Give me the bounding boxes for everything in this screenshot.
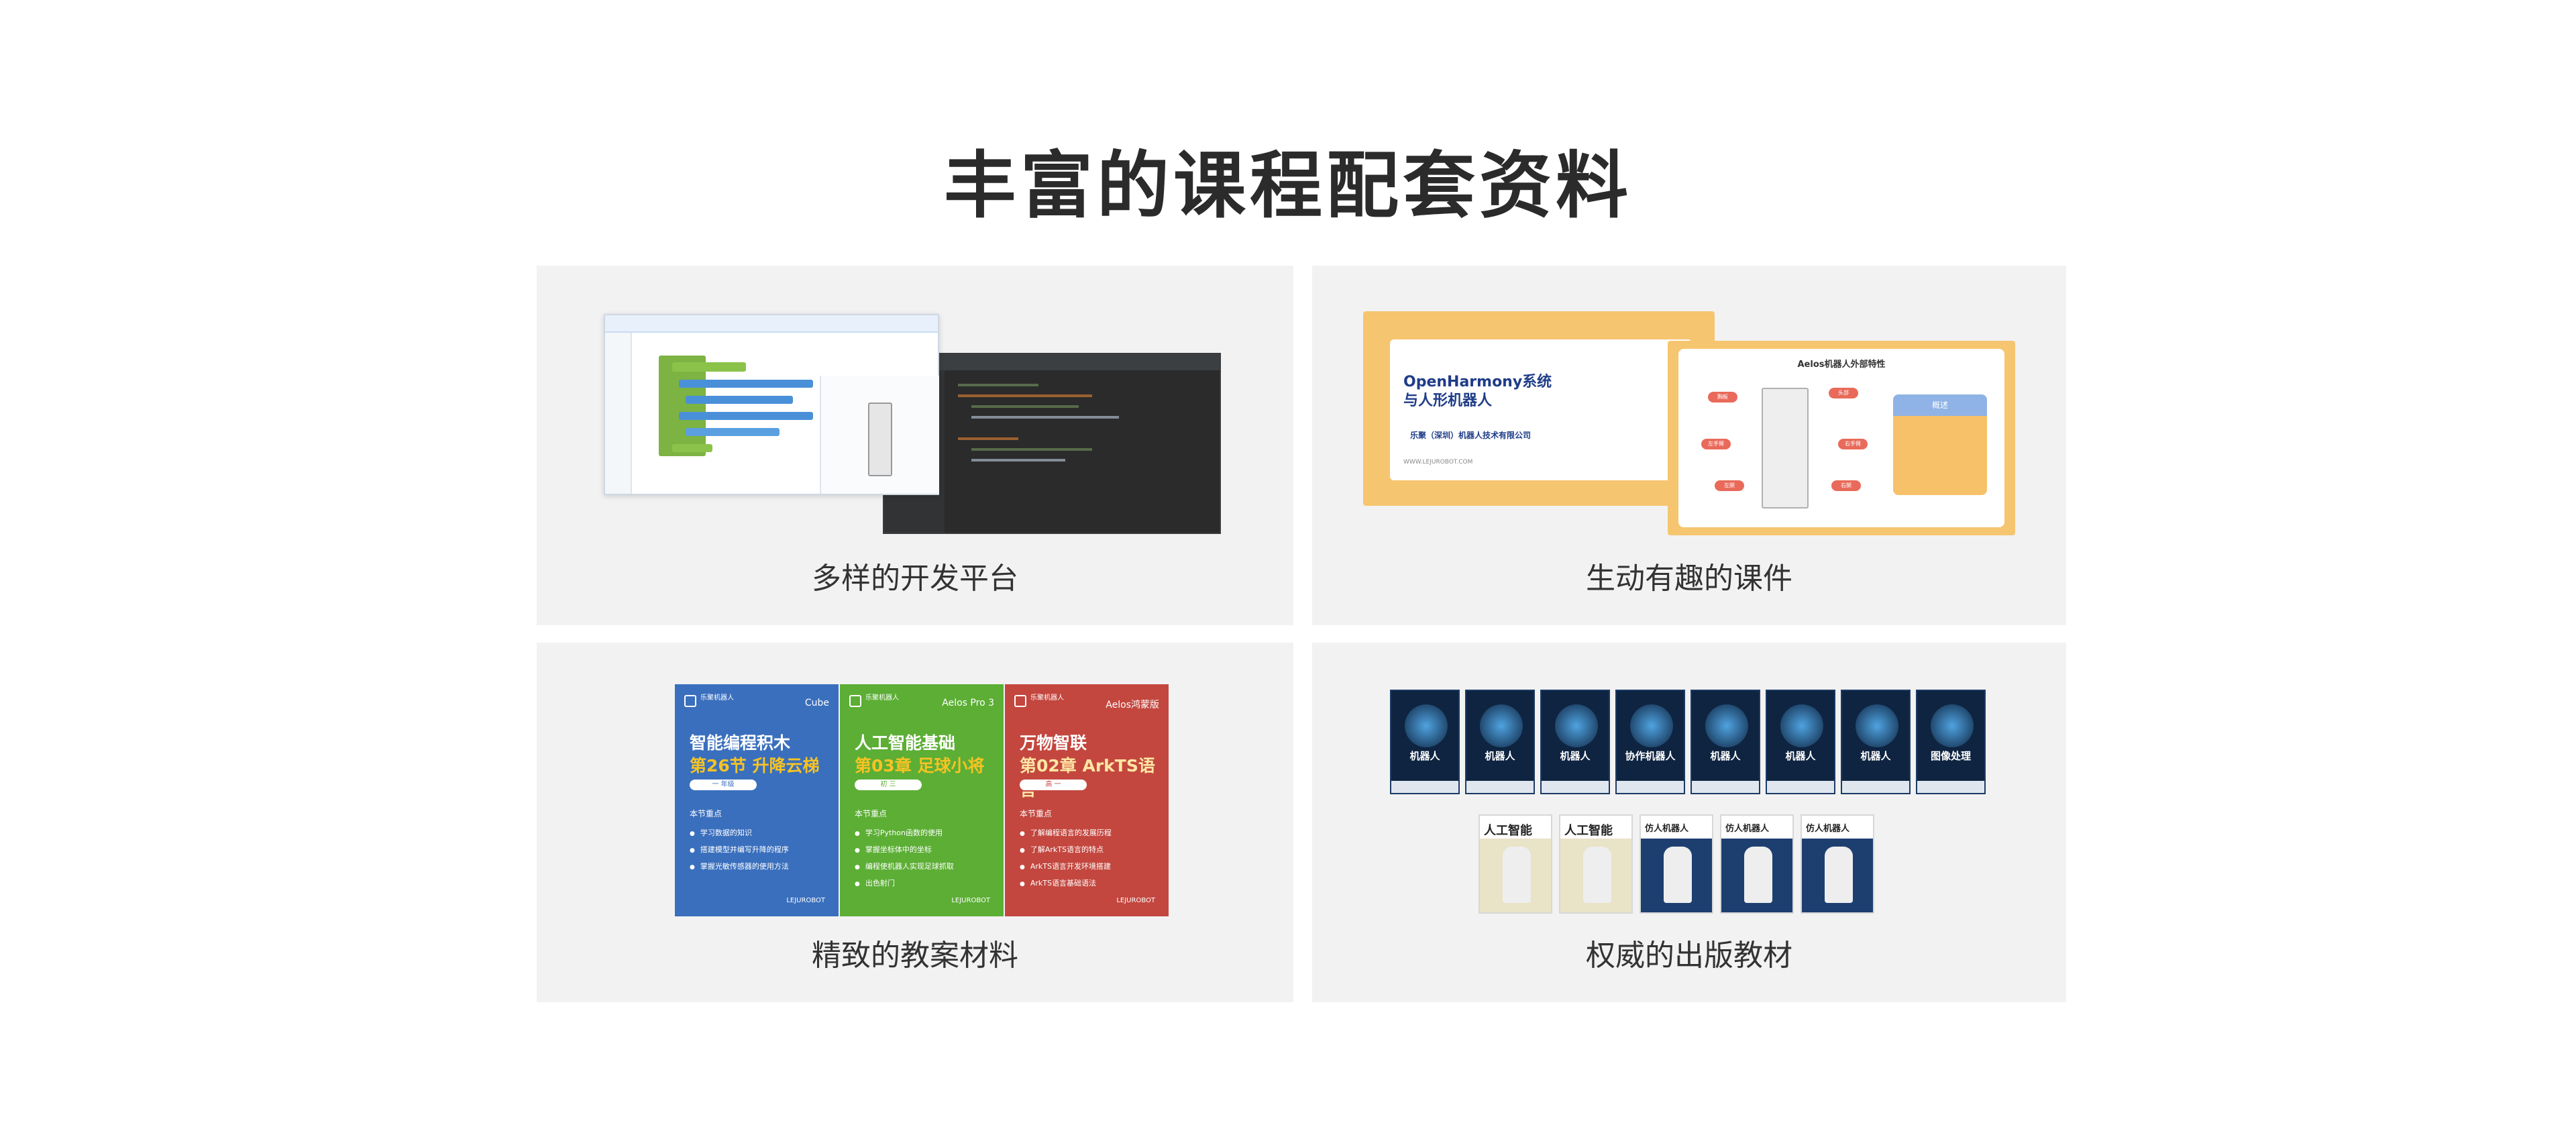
poster-point: 搭建模型并编写升降的程序 bbox=[690, 842, 789, 859]
callout-label: 左手臂 bbox=[1701, 439, 1731, 449]
book-cover: 人工智能 bbox=[1559, 814, 1633, 914]
poster-grade: 高 一 bbox=[1020, 780, 1087, 790]
callout-label: 左腿 bbox=[1715, 480, 1744, 491]
poster-points: 了解编程语言的发展历程 了解ArkTS语言的特点 ArkTS语言开发环境搭建 A… bbox=[1020, 825, 1112, 892]
slide-url: WWW.LEJUROBOT.COM bbox=[1403, 459, 1473, 466]
poster-chapter: 第02章 ArkTS语言 bbox=[1020, 756, 1155, 800]
poster-point: 学习数据的知识 bbox=[690, 825, 789, 842]
poster-brand: LEJUROBOT bbox=[1116, 897, 1155, 904]
poster-title: 万物智联 bbox=[1020, 733, 1087, 753]
book-cover: 机器人 bbox=[1465, 690, 1535, 794]
poster-brand: LEJUROBOT bbox=[786, 897, 825, 904]
book-cover: 机器人 bbox=[1390, 690, 1460, 794]
card-courseware: OpenHarmony系统与人形机器人 乐聚（深圳）机器人技术有限公司 WWW.… bbox=[1312, 266, 2066, 625]
poster-tag: Aelos鸿蒙版 bbox=[1106, 700, 1159, 710]
logo-icon bbox=[1014, 695, 1026, 707]
poster-points: 学习数据的知识 搭建模型并编写升降的程序 掌握光敏传感器的使用方法 bbox=[690, 825, 789, 875]
card-label: 权威的出版教材 bbox=[1586, 938, 1792, 973]
book-cover: 人工智能 bbox=[1479, 814, 1552, 914]
poster-point: ArkTS语言基础语法 bbox=[1020, 875, 1112, 892]
poster-title: 智能编程积木 bbox=[690, 733, 791, 753]
poster-chapter: 第03章 足球小将 bbox=[855, 756, 985, 775]
block-programming-screenshot bbox=[604, 314, 939, 495]
poster-points-title: 本节重点 bbox=[855, 809, 888, 818]
logo-icon bbox=[684, 695, 696, 707]
poster-point: 出色射门 bbox=[855, 875, 954, 892]
courseware-slide-features: Aelos机器人外部特性 头部 胸板 左手臂 右手臂 左腿 右腿 概述 bbox=[1668, 341, 2015, 535]
poster-points-title: 本节重点 bbox=[690, 809, 722, 818]
book-cover: 机器人 bbox=[1540, 690, 1610, 794]
card-label: 生动有趣的课件 bbox=[1586, 561, 1792, 596]
poster-brand: LEJUROBOT bbox=[951, 897, 990, 904]
poster-points-title: 本节重点 bbox=[1020, 809, 1053, 818]
lesson-poster: 乐聚机器人 Cube 智能编程积木 第26节 升降云梯 一 年级 本节重点 学习… bbox=[675, 684, 839, 916]
callout-label: 右手臂 bbox=[1838, 439, 1868, 449]
poster-chapter: 第26节 升降云梯 bbox=[690, 756, 820, 775]
book-cover: 仿人机器人 bbox=[1640, 814, 1713, 914]
slide-title: Aelos机器人外部特性 bbox=[1797, 360, 1886, 370]
poster-point: 了解编程语言的发展历程 bbox=[1020, 825, 1112, 842]
slide-title-line1: OpenHarmony系统 bbox=[1403, 374, 1552, 390]
overview-box-header: 概述 bbox=[1893, 394, 1987, 416]
card-label: 精致的教案材料 bbox=[812, 938, 1018, 973]
robot-preview bbox=[820, 376, 939, 494]
page-title: 丰富的课程配套资料 bbox=[943, 144, 1632, 228]
card-label: 多样的开发平台 bbox=[812, 561, 1018, 596]
book-cover: 机器人 bbox=[1841, 690, 1911, 794]
poster-logo-text: 乐聚机器人 bbox=[1030, 694, 1064, 702]
logo-icon bbox=[849, 695, 861, 707]
slide-title-line2: 与人形机器人 bbox=[1403, 392, 1493, 409]
callout-label: 右腿 bbox=[1831, 480, 1861, 491]
ide-screenshot bbox=[883, 353, 1221, 534]
poster-title: 人工智能基础 bbox=[855, 733, 956, 753]
poster-point: 编程使机器人实现足球抓取 bbox=[855, 859, 954, 875]
poster-point: 了解ArkTS语言的特点 bbox=[1020, 842, 1112, 859]
callout-label: 头部 bbox=[1829, 388, 1858, 398]
poster-tag: Cube bbox=[804, 698, 829, 708]
slide-subtitle: 乐聚（深圳）机器人技术有限公司 bbox=[1410, 431, 1532, 440]
poster-point: 掌握光敏传感器的使用方法 bbox=[690, 859, 789, 875]
poster-point: 学习Python函数的使用 bbox=[855, 825, 954, 842]
card-development-platform: 多样的开发平台 bbox=[537, 266, 1293, 625]
book-cover: 机器人 bbox=[1766, 690, 1835, 794]
poster-tag: Aelos Pro 3 bbox=[942, 698, 994, 708]
poster-point: ArkTS语言开发环境搭建 bbox=[1020, 859, 1112, 875]
poster-grade: 初 三 bbox=[855, 780, 922, 790]
lesson-poster: 乐聚机器人 Aelos鸿蒙版 万物智联 第02章 ArkTS语言 高 一 本节重… bbox=[1005, 684, 1169, 916]
poster-points: 学习Python函数的使用 掌握坐标体中的坐标 编程使机器人实现足球抓取 出色射… bbox=[855, 825, 954, 892]
poster-logo-text: 乐聚机器人 bbox=[700, 694, 734, 702]
card-lesson-materials: 乐聚机器人 Cube 智能编程积木 第26节 升降云梯 一 年级 本节重点 学习… bbox=[537, 643, 1293, 1002]
poster-grade: 一 年级 bbox=[690, 780, 757, 790]
poster-logo-text: 乐聚机器人 bbox=[865, 694, 899, 702]
book-cover: 仿人机器人 bbox=[1720, 814, 1794, 914]
lesson-poster: 乐聚机器人 Aelos Pro 3 人工智能基础 第03章 足球小将 初 三 本… bbox=[840, 684, 1004, 916]
callout-label: 胸板 bbox=[1708, 392, 1737, 402]
poster-point: 掌握坐标体中的坐标 bbox=[855, 842, 954, 859]
book-cover: 机器人 bbox=[1690, 690, 1760, 794]
courseware-slide-cover: OpenHarmony系统与人形机器人 乐聚（深圳）机器人技术有限公司 WWW.… bbox=[1363, 311, 1715, 506]
book-cover: 图像处理 bbox=[1916, 690, 1986, 794]
card-published-books: 机器人 机器人 机器人 协作机器人 机器人 机器人 机器人 图像处理 人工智能 … bbox=[1312, 643, 2066, 1002]
book-cover: 仿人机器人 bbox=[1801, 814, 1874, 914]
robot-image bbox=[1762, 388, 1809, 508]
book-cover: 协作机器人 bbox=[1615, 690, 1685, 794]
